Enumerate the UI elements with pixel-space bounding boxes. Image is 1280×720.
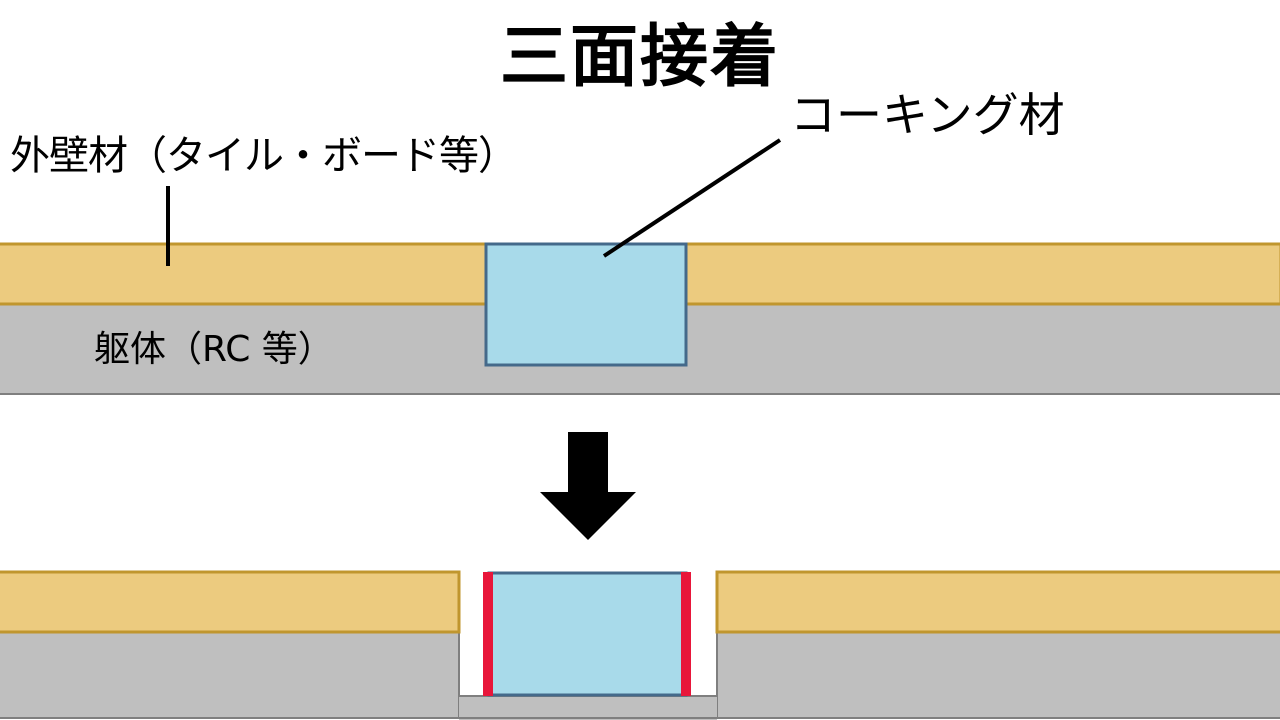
exterior-wall-layer-bottom-right (715, 570, 1280, 634)
down-arrow-icon (540, 432, 636, 540)
structure-label: 躯体（RC 等） (94, 329, 334, 370)
structure-joint-bottom (459, 696, 717, 720)
caulking-label: コーキング材 (790, 88, 1065, 142)
structure-layer-bottom-left (0, 631, 460, 719)
exterior-wall-layer-bottom-left (0, 570, 461, 634)
caulking-block-top (484, 242, 688, 367)
caulking-block-bottom (487, 571, 688, 697)
page-title: 三面接着 (499, 18, 780, 97)
caulking-leader-line (602, 138, 782, 258)
exterior-wall-label: 外壁材（タイル・ボード等） (10, 133, 518, 179)
structure-layer-bottom-right (716, 631, 1280, 719)
